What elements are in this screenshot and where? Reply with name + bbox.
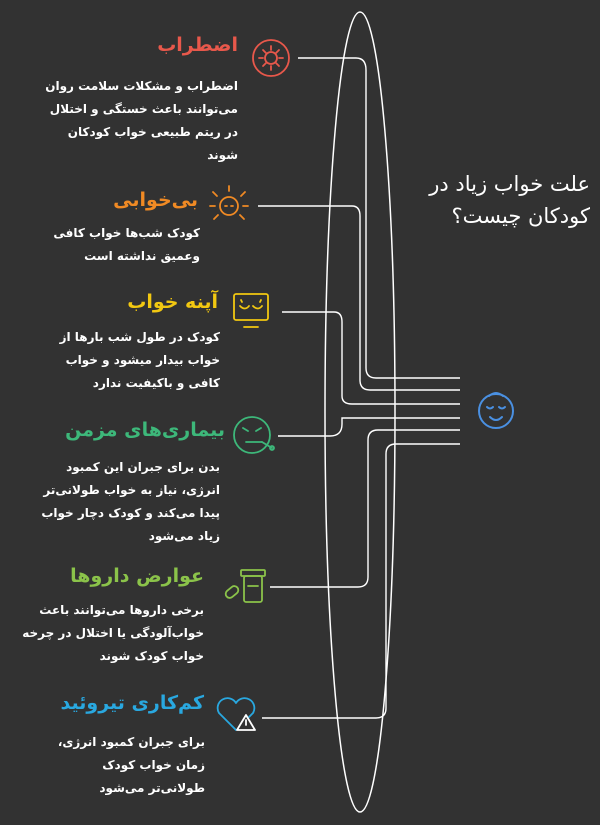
cause-description-hypothyroidism: برای جبران کمبود انرژی، زمان خواب کودک ط… [57,735,205,795]
connector-line-2 [258,205,460,391]
connector-line-6 [262,443,460,719]
monitor-closed-eyes-icon [233,293,269,328]
connector-lines [258,57,472,719]
connector-line-4 [278,417,460,437]
cause-heading-sleep-apnea: آپنه خواب [127,291,218,313]
connector-line-3 [282,311,460,405]
sleepless-face-icon [209,185,249,220]
virus-icon [252,39,290,77]
diagram-title: علت خواب زیاد در کودکان چیست؟ [429,172,590,228]
hub-link-5 [460,411,472,430]
hub-link-2 [460,390,472,411]
baby-face-icon [478,392,514,429]
cause-description-insomnia: کودک شب‌ها خواب کافی وعمیق نداشته است [53,226,200,263]
hub-link-1 [460,378,472,411]
central-ellipse [324,11,396,813]
cause-heading-hypothyroidism: کم‌کاری تیروئید [60,692,204,714]
sick-face-icon [233,416,275,454]
connector-line-1 [298,57,460,379]
hub-link-3 [460,404,472,411]
connector-line-5 [270,429,460,588]
cause-description-anxiety: اضطراب و مشکلات سلامت روان می‌توانند باع… [45,79,238,162]
medicine-bottle-icon [224,569,266,603]
heart-warning-icon [216,697,256,731]
cause-heading-anxiety: اضطراب [157,34,238,56]
hub-link-4 [460,411,472,418]
cause-heading-drug-side-effects: عوارض داروها [70,565,204,587]
cause-description-chronic-disease: بدن برای جبران این کمبود انرژی، نیاز به … [41,460,220,543]
hub-link-6 [460,411,472,444]
cause-heading-insomnia: بی‌خوابی [113,189,198,211]
cause-description-drug-side-effects: برخی داروها می‌توانند باعث خواب‌آلودگی ی… [22,603,204,663]
cause-heading-chronic-disease: بیماری‌های مزمن [65,419,225,441]
cause-description-sleep-apnea: کودک در طول شب بارها از خواب بیدار میشود… [59,330,220,390]
